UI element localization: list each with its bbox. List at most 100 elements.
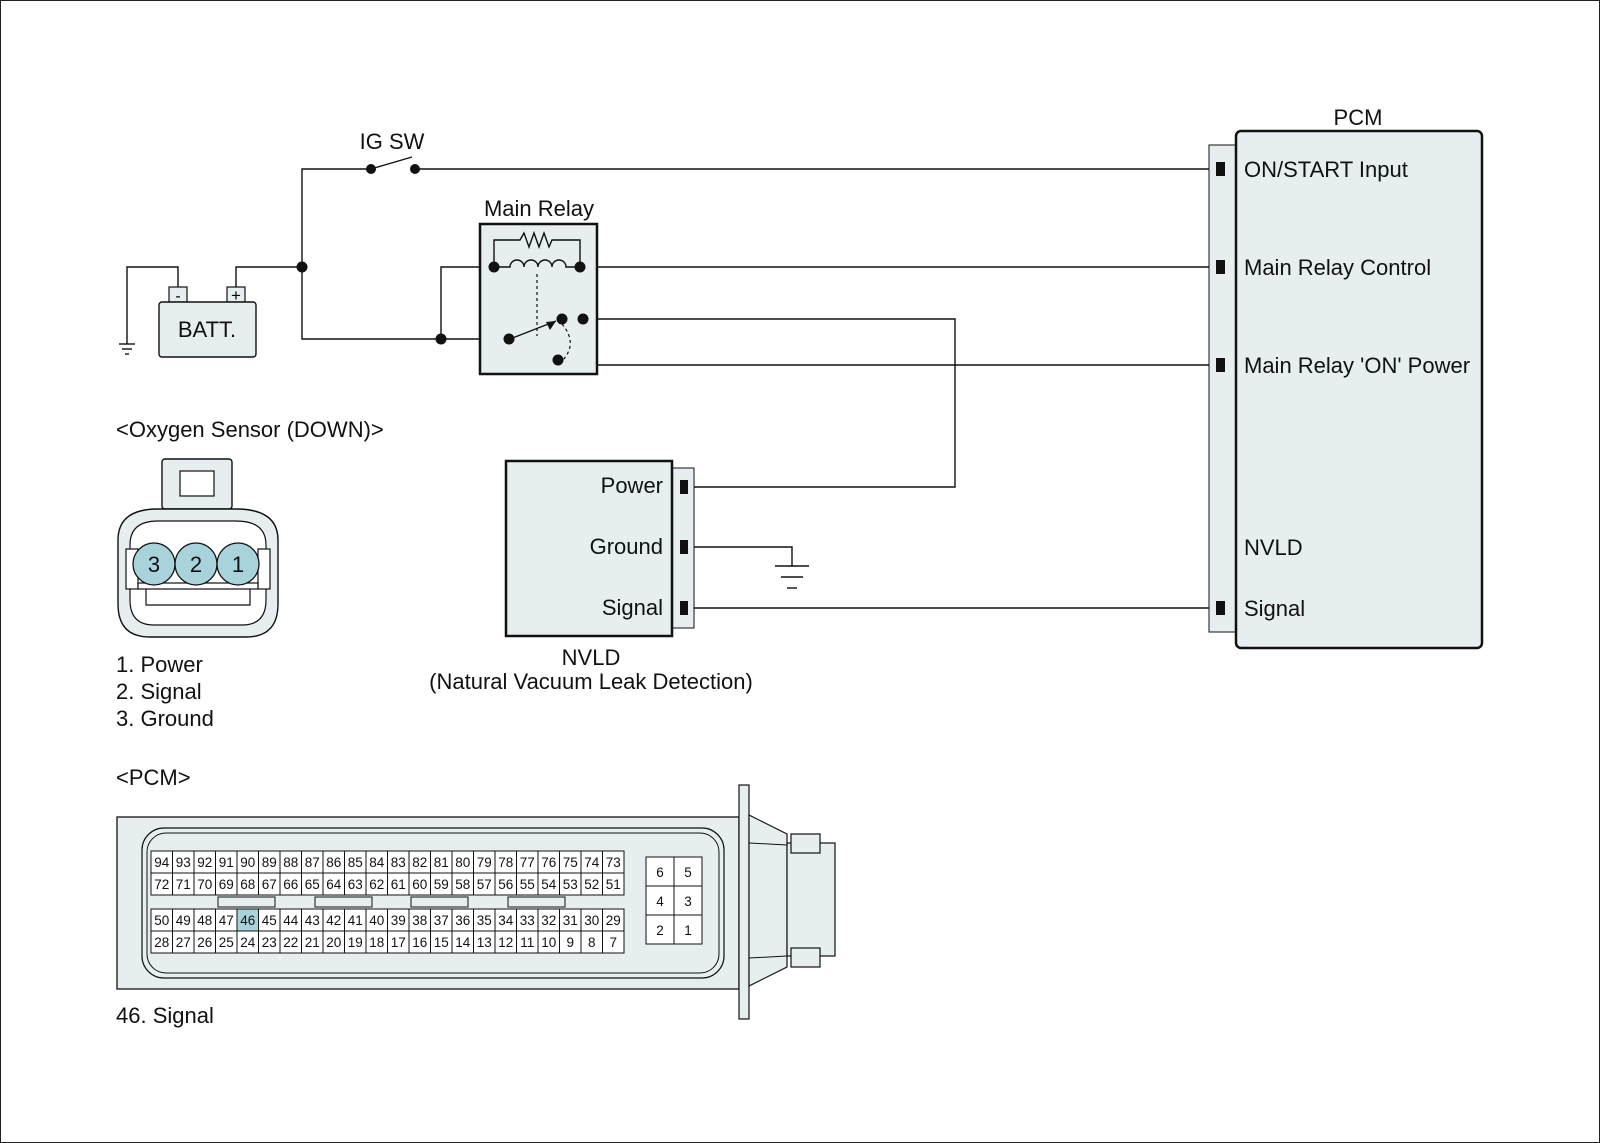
pcm-pin-78: 78 [498,855,513,870]
wire-batt-minus [126,266,179,344]
wire-relay-coil-feed [440,266,494,339]
junction-dots [296,164,447,345]
pcm-pin-62: 62 [369,877,384,892]
o2-pin-2: 2 [190,552,202,577]
pcm-pin-24: 24 [240,935,256,950]
pcm-pin-67: 67 [262,877,277,892]
pcm-pin-28: 28 [154,935,169,950]
pcm-pin-86: 86 [326,855,341,870]
pcm-pin-40: 40 [369,913,384,928]
pcm-connector-legend: 46. Signal [116,1003,214,1028]
pcm-pin-15: 15 [434,935,449,950]
pcm-block-pin-1: 1 [684,923,692,938]
pcm-pin-68: 68 [240,877,255,892]
pcm-pin-93: 93 [176,855,191,870]
nvld-signal-label: Signal [602,595,663,620]
nvld-power-label: Power [601,473,663,498]
pcm-pin-7: 7 [609,935,617,950]
pcm-pin-21: 21 [305,935,320,950]
pcm-block-pin-5: 5 [684,865,692,880]
pcm-pin-27: 27 [176,935,191,950]
pcm-pin-10: 10 [541,935,556,950]
pcm-title: PCM [1334,105,1383,130]
pcm-pin-19: 19 [348,935,363,950]
pcm-pin-42: 42 [326,913,341,928]
pcm-pin-54: 54 [541,877,557,892]
pcm-pin-87: 87 [305,855,320,870]
nvld-ground-label: Ground [590,534,663,559]
pcm-pin-58: 58 [455,877,470,892]
oxygen-sensor-title: <Oxygen Sensor (DOWN)> [116,417,384,442]
pcm-pin-18: 18 [369,935,384,950]
oxygen-sensor-pins: 3 2 1 [132,542,260,586]
pcm-block-pin-cell [645,885,675,916]
pcm-pin-57: 57 [477,877,492,892]
pcm-pin-35: 35 [477,913,492,928]
pcm-pin-11: 11 [520,935,534,950]
pcm-pin-81: 81 [434,855,449,870]
pcm-pin-29: 29 [606,913,621,928]
o2-pin-1: 1 [232,552,244,577]
pcm-block-pin-cell [673,914,703,945]
pcm-pin-71: 71 [176,877,191,892]
pcm-pin-69: 69 [219,877,234,892]
pcm-pin-31: 31 [563,913,578,928]
wire-junction-to-relay [301,267,506,340]
pcm-pin-88: 88 [283,855,298,870]
pcm-connector-title: <PCM> [116,765,191,790]
pcm-pin-90: 90 [240,855,255,870]
wire-nvld-ground [686,546,793,566]
pcm-pin-60: 60 [412,877,427,892]
pcm-pin-83: 83 [391,855,406,870]
pcm-pin-80: 80 [455,855,470,870]
ground-symbol-battery [119,343,135,355]
o2-legend-2: 2. Signal [116,679,202,704]
pcm-pin-26: 26 [197,935,212,950]
o2-legend-3: 3. Ground [116,706,214,731]
pcm-pin-61: 61 [391,877,406,892]
pcm-pin-48: 48 [197,913,212,928]
relay-resistor [493,230,581,267]
pcm-pin-32: 32 [541,913,556,928]
pcm-pin-66: 66 [283,877,298,892]
battery-label: BATT. [178,317,236,342]
pcm-pin-64: 64 [326,877,342,892]
oxygen-sensor-connector: <Oxygen Sensor (DOWN)> 3 2 1 1. Power 2.… [116,417,384,731]
pcm-pin-34: 34 [498,913,514,928]
pcm-pin-77: 77 [520,855,535,870]
pcm-pin-89: 89 [262,855,277,870]
ig-sw-label: IG SW [360,129,425,154]
pcm-pin-82: 82 [412,855,427,870]
pcm-pin-9: 9 [566,935,574,950]
pcm-pin-30: 30 [584,913,599,928]
pcm-pin-47: 47 [219,913,234,928]
pcm-pin-73: 73 [606,855,621,870]
pcm-pin-12: 12 [498,935,513,950]
battery-plus-label: + [231,286,241,305]
pcm-pin-55: 55 [520,877,535,892]
pcm-pin-20: 20 [326,935,341,950]
pcm-pin-65: 65 [305,877,320,892]
pcm-pin-33: 33 [520,913,535,928]
pcm-pin-94: 94 [154,855,170,870]
pcm-pin-43: 43 [305,913,320,928]
wire-batt-to-igsw [301,168,371,267]
pcm-pin-25: 25 [219,935,234,950]
pcm-block-pin-2: 2 [656,923,664,938]
pcm-pin-72: 72 [154,877,169,892]
pcm-block-pin-6: 6 [656,865,664,880]
pcm-pin-74: 74 [584,855,600,870]
battery-minus-label: - [175,288,180,305]
pcm-on-start-label: ON/START Input [1244,157,1408,182]
battery: - + BATT. [158,286,257,358]
pcm-pin-56: 56 [498,877,513,892]
nvld-subtitle: (Natural Vacuum Leak Detection) [429,669,753,694]
pcm-pin-53: 53 [563,877,578,892]
wire-relay-on-power [582,319,1216,366]
pcm-pin-50: 50 [154,913,169,928]
pcm-pin-39: 39 [391,913,406,928]
pcm-block-pin-4: 4 [656,894,664,909]
pcm-pin-70: 70 [197,877,212,892]
